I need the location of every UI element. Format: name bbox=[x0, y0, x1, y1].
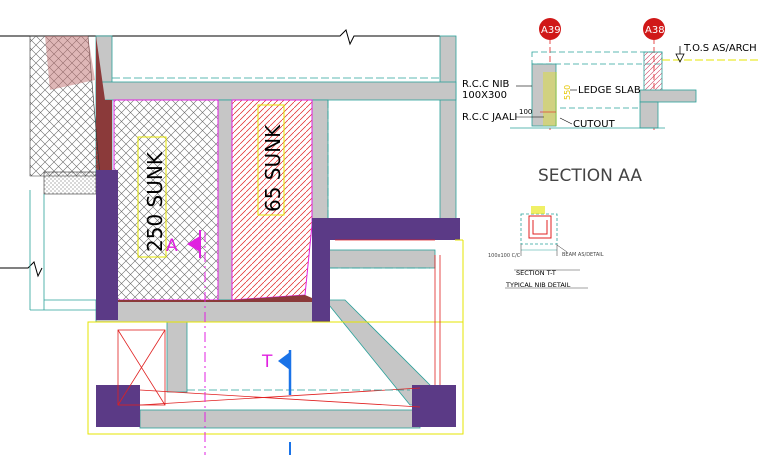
section-line-a bbox=[187, 230, 206, 455]
grid-a39-label: A39 bbox=[541, 25, 561, 36]
section-tt-title: SECTION T-T bbox=[516, 269, 556, 277]
grid-bubble-a38 bbox=[643, 18, 665, 40]
dim-550-label: 550 bbox=[563, 85, 572, 100]
wall-grey bbox=[95, 35, 457, 429]
break-line-left bbox=[0, 261, 43, 278]
cutout-label: CUTOUT bbox=[573, 119, 616, 130]
typical-nib-detail bbox=[505, 206, 588, 289]
grid-a38-label: A38 bbox=[645, 25, 665, 36]
beam-note-label: BEAM AS/DETAIL bbox=[562, 252, 604, 258]
hatch-dark-top bbox=[29, 35, 112, 177]
teal-lines-left bbox=[29, 190, 96, 311]
dim-100-label: 100 bbox=[519, 108, 532, 116]
dotted-strip bbox=[43, 171, 97, 195]
nib-note-label: 100x100 C/C bbox=[488, 253, 521, 259]
grid-bubble-a39 bbox=[539, 18, 561, 40]
column-purple bbox=[96, 170, 460, 427]
yellow-outlines bbox=[87, 104, 464, 435]
rcc-nib-label: R.C.C NIB bbox=[462, 79, 510, 90]
section-mark-a: A bbox=[166, 236, 178, 256]
nib-size-label: 100X300 bbox=[462, 90, 507, 101]
label-250-sunk: 250 SUNK bbox=[143, 151, 167, 252]
typical-nib-title: TYPICAL NIB DETAIL bbox=[505, 281, 571, 289]
tos-label: T.O.S AS/ARCH bbox=[683, 43, 757, 54]
break-line-top bbox=[0, 29, 440, 46]
ledge-slab-label: LEDGE SLAB bbox=[578, 85, 641, 96]
section-mark-t: T bbox=[261, 352, 273, 372]
rcc-jaali-label: R.C.C JAALI bbox=[462, 112, 517, 123]
section-aa-title: SECTION AA bbox=[538, 166, 642, 186]
label-65-sunk: 65 SUNK bbox=[261, 124, 285, 212]
section-aa-detail bbox=[510, 18, 760, 130]
red-cross-lines bbox=[117, 239, 441, 408]
teal-inner bbox=[112, 77, 440, 391]
section-line-t bbox=[278, 350, 292, 455]
sunk-65-area bbox=[114, 99, 313, 302]
